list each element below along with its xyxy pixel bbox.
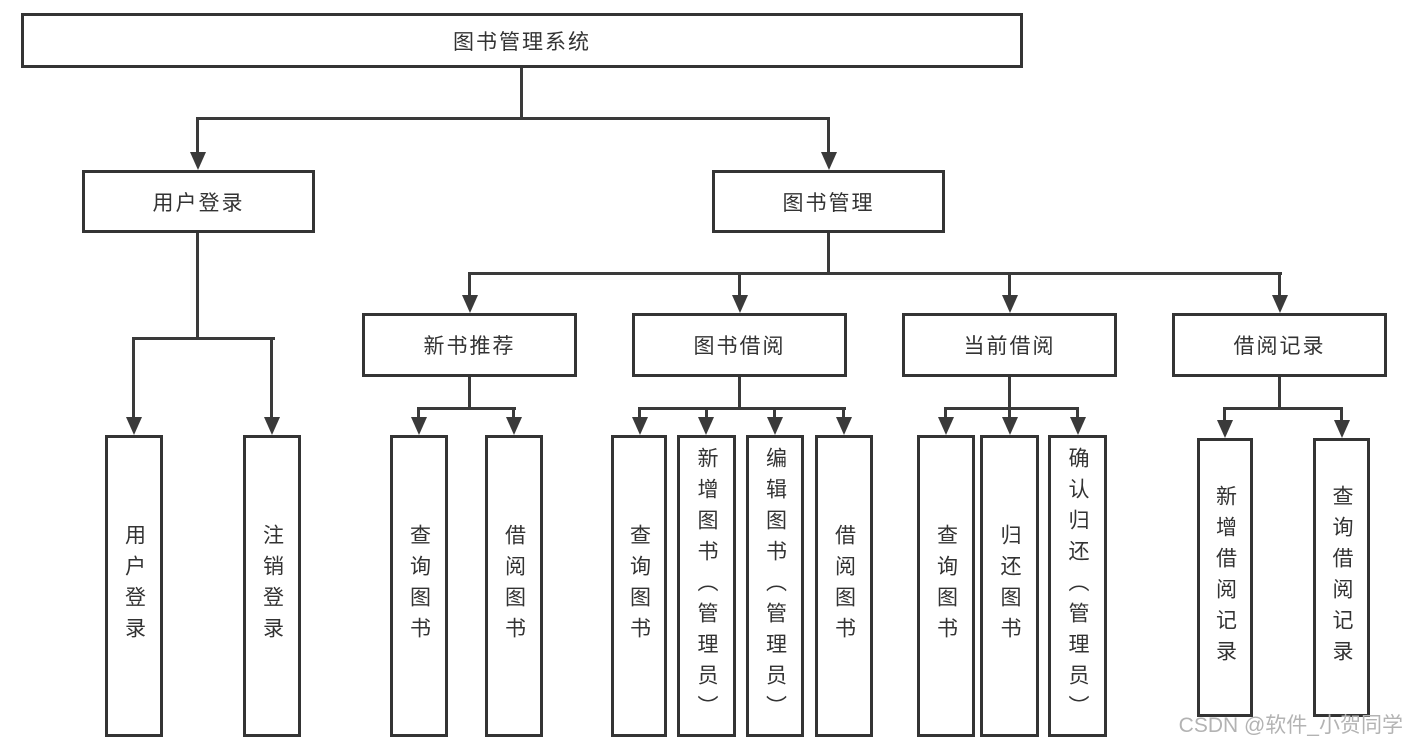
node-label: 确认归还（管理员） <box>1066 446 1089 726</box>
connector-stub <box>638 407 641 419</box>
leaf-query-books-current: 查询图书 <box>917 435 975 737</box>
leaf-query-borrow-record: 查询借阅记录 <box>1313 438 1370 717</box>
connector-trunk <box>738 377 741 409</box>
connector-stub <box>512 407 515 419</box>
node-label: 新书推荐 <box>423 335 516 358</box>
arrow-head-icon <box>264 417 280 435</box>
node-label: 借阅图书 <box>832 524 856 648</box>
node-label: 用户登录 <box>122 524 146 648</box>
node-book-management: 图书管理 <box>712 170 945 233</box>
connector-user-login-trunk <box>196 233 199 339</box>
arrow-head-icon <box>698 417 714 435</box>
arrow-head-icon <box>1002 417 1018 435</box>
node-label: 当前借阅 <box>963 335 1056 358</box>
node-label: 用户登录 <box>152 191 245 215</box>
leaf-borrow-books-borrowing: 借阅图书 <box>815 435 873 737</box>
node-label: 图书借阅 <box>693 335 786 358</box>
node-borrowing-records: 借阅记录 <box>1172 313 1387 377</box>
leaf-edit-book-admin: 编辑图书（管理员） <box>746 435 804 737</box>
connector-stub <box>944 407 947 419</box>
leaf-confirm-return-admin: 确认归还（管理员） <box>1048 435 1107 737</box>
leaf-add-book-admin: 新增图书（管理员） <box>677 435 736 737</box>
connector-stub <box>417 407 420 419</box>
arrow-head-icon <box>836 417 852 435</box>
node-label: 图书管理系统 <box>453 30 591 54</box>
connector-stub <box>842 407 845 419</box>
node-user-login: 用户登录 <box>82 170 315 233</box>
arrow-head-icon <box>732 295 748 313</box>
connector-stub <box>270 337 273 419</box>
connector-branch <box>1223 407 1343 410</box>
connector-stub <box>1223 407 1226 423</box>
connector-trunk <box>1278 377 1281 409</box>
arrow-head-icon <box>190 152 206 170</box>
leaf-query-books-recommend: 查询图书 <box>390 435 448 737</box>
node-label: 新增图书（管理员） <box>695 446 718 726</box>
arrow-head-icon <box>1334 420 1350 438</box>
node-label: 注销登录 <box>260 524 284 648</box>
leaf-query-books-borrowing: 查询图书 <box>611 435 667 737</box>
node-label: 图书管理 <box>782 191 875 215</box>
node-new-book-recommend: 新书推荐 <box>362 313 577 377</box>
leaf-logout: 注销登录 <box>243 435 301 737</box>
node-label: 查询图书 <box>407 524 431 648</box>
arrow-head-icon <box>1002 295 1018 313</box>
node-book-borrowing: 图书借阅 <box>632 313 847 377</box>
connector-branch <box>638 407 846 410</box>
connector-stub <box>738 272 741 298</box>
connector-stub <box>1008 407 1011 419</box>
arrow-head-icon <box>938 417 954 435</box>
node-library-system: 图书管理系统 <box>21 13 1023 68</box>
arrow-head-icon <box>767 417 783 435</box>
node-label: 查询图书 <box>627 524 651 648</box>
node-label: 编辑图书（管理员） <box>763 446 787 726</box>
arrow-head-icon <box>632 417 648 435</box>
connector-to-book-management <box>827 117 830 155</box>
connector-stub <box>1008 272 1011 298</box>
connector-to-user-login <box>196 117 199 155</box>
arrow-head-icon <box>1070 417 1086 435</box>
connector-user-login-branch <box>132 337 275 340</box>
arrow-head-icon <box>411 417 427 435</box>
connector-root-branch <box>196 117 830 120</box>
node-label: 新增借阅记录 <box>1213 484 1237 671</box>
connector-stub <box>132 337 135 419</box>
arrow-head-icon <box>821 152 837 170</box>
arrow-head-icon <box>1217 420 1233 438</box>
connector-stub <box>773 407 776 419</box>
node-label: 查询图书 <box>934 524 958 648</box>
connector-branch <box>944 407 1079 410</box>
leaf-return-books: 归还图书 <box>980 435 1039 737</box>
connector-stub <box>1278 272 1281 298</box>
leaf-user-login: 用户登录 <box>105 435 163 737</box>
csdn-watermark: CSDN @软件_小贺同学 <box>1178 714 1403 737</box>
leaf-add-borrow-record: 新增借阅记录 <box>1197 438 1253 717</box>
leaf-borrow-books-recommend: 借阅图书 <box>485 435 543 737</box>
arrow-head-icon <box>126 417 142 435</box>
connector-book-mgmt-branch <box>468 272 1282 275</box>
connector-stub <box>705 407 708 419</box>
node-label: 归还图书 <box>998 524 1021 648</box>
arrow-head-icon <box>506 417 522 435</box>
connector-trunk <box>1008 377 1011 409</box>
connector-stub <box>468 272 471 298</box>
node-label: 借阅记录 <box>1233 335 1326 358</box>
connector-stub <box>1076 407 1079 419</box>
connector-stub <box>1340 407 1343 423</box>
arrow-head-icon <box>1272 295 1288 313</box>
node-label: 借阅图书 <box>502 524 526 648</box>
node-current-borrowing: 当前借阅 <box>902 313 1117 377</box>
connector-trunk <box>468 377 471 409</box>
arrow-head-icon <box>462 295 478 313</box>
connector-root-trunk <box>520 68 523 120</box>
connector-branch <box>417 407 516 410</box>
connector-book-mgmt-trunk <box>827 233 830 274</box>
node-label: 查询借阅记录 <box>1330 484 1353 671</box>
